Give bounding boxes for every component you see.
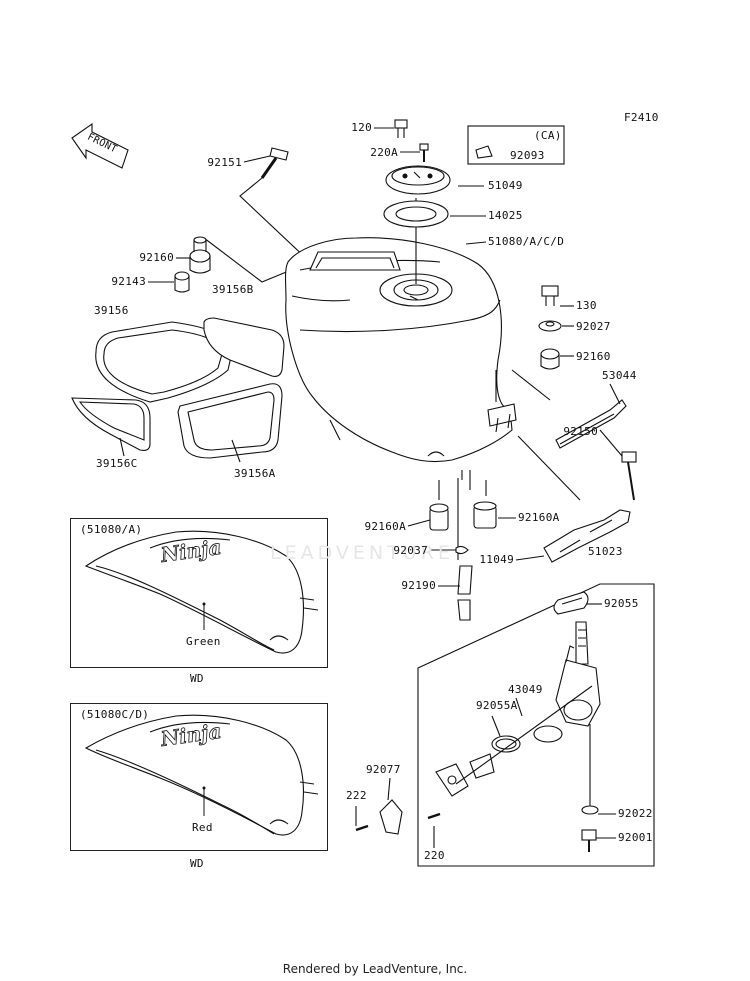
fuel-cap-51049 — [385, 165, 451, 195]
inset-51080-cd — [70, 703, 328, 851]
label-92151: 92151 — [207, 156, 242, 169]
inset-a-region: WD — [190, 672, 204, 685]
diagram-code: F2410 — [624, 111, 659, 124]
inset-51080-a — [70, 518, 328, 668]
inset-a-title: (51080/A) — [80, 523, 143, 536]
label-92160-right: 92160 — [576, 350, 611, 363]
label-120: 120 — [351, 121, 372, 134]
label-92077: 92077 — [366, 763, 401, 776]
bolt-92150 — [621, 451, 637, 501]
inset-cd-title: (51080C/D) — [80, 708, 150, 721]
watermark: LEADVENTURE — [270, 542, 454, 564]
bolt-92151 — [239, 147, 311, 263]
pad-53044 — [555, 399, 627, 449]
footer-credit: Rendered by LeadVenture, Inc. — [282, 962, 468, 976]
sticker-39156C — [71, 397, 151, 451]
fuel-tank — [284, 237, 517, 463]
label-92150: 92150 — [563, 425, 598, 438]
sticker-39156B — [203, 317, 285, 377]
valve-body — [469, 753, 495, 779]
label-92190: 92190 — [401, 579, 436, 592]
label-51023: 51023 — [588, 545, 623, 558]
label-39156C: 39156C — [96, 457, 138, 470]
label-92022: 92022 — [618, 807, 653, 820]
bracket-11049 — [543, 509, 631, 563]
lever-plate — [435, 763, 469, 797]
bolt-130 — [541, 285, 559, 306]
label-92027: 92027 — [576, 320, 611, 333]
ninja-logo-inset-a: Ninja — [158, 535, 222, 567]
sticker-39156A — [177, 383, 283, 459]
label-43049: 43049 — [508, 683, 543, 696]
fuel-tap-body — [555, 621, 601, 727]
label-92055: 92055 — [604, 597, 639, 610]
gasket-92055 — [553, 591, 589, 615]
label-14025: 14025 — [488, 209, 523, 222]
label-92160A-right: 92160A — [518, 511, 560, 524]
ca-box-part: 92093 — [510, 149, 545, 162]
label-92037: 92037 — [393, 544, 428, 557]
rubber-mount-92160A-left — [429, 503, 449, 531]
grommet-92160-right — [540, 348, 560, 370]
inset-a-color: Green — [186, 635, 221, 648]
inset-cd-region: WD — [190, 857, 204, 870]
label-39156B: 39156B — [212, 283, 254, 296]
plate-43049 — [533, 725, 563, 743]
label-53044: 53044 — [602, 369, 637, 382]
o-ring-92055A — [491, 735, 521, 753]
lever-92077 — [379, 799, 403, 835]
grommet-92160-top — [189, 236, 211, 274]
label-92055A: 92055A — [476, 699, 518, 712]
gasket-14025 — [383, 200, 449, 228]
label-220A: 220A — [370, 146, 398, 159]
label-220: 220 — [424, 849, 445, 862]
label-92160-top: 92160 — [139, 251, 174, 264]
label-130: 130 — [576, 299, 597, 312]
bolt-120 — [394, 119, 408, 138]
washer-92027 — [538, 320, 562, 332]
sticker-39156 — [95, 321, 233, 403]
screw-220A — [419, 143, 429, 162]
label-92160A-left: 92160A — [364, 520, 406, 533]
inset-cd-color: Red — [192, 821, 213, 834]
label-51049: 51049 — [488, 179, 523, 192]
ca-box-label: (CA) — [534, 129, 562, 142]
label-92001: 92001 — [618, 831, 653, 844]
ninja-logo-inset-cd: Ninja — [158, 719, 222, 751]
label-11049: 11049 — [479, 553, 514, 566]
label-39156: 39156 — [94, 304, 129, 317]
front-arrow-icon — [71, 122, 129, 169]
label-92143: 92143 — [111, 275, 146, 288]
hose-92190 — [457, 565, 473, 621]
collar-92143 — [174, 271, 190, 293]
label-222: 222 — [346, 789, 367, 802]
label-51080: 51080/A/C/D — [488, 235, 565, 248]
rubber-mount-92160A-right — [473, 501, 497, 529]
label-39156A: 39156A — [234, 467, 276, 480]
